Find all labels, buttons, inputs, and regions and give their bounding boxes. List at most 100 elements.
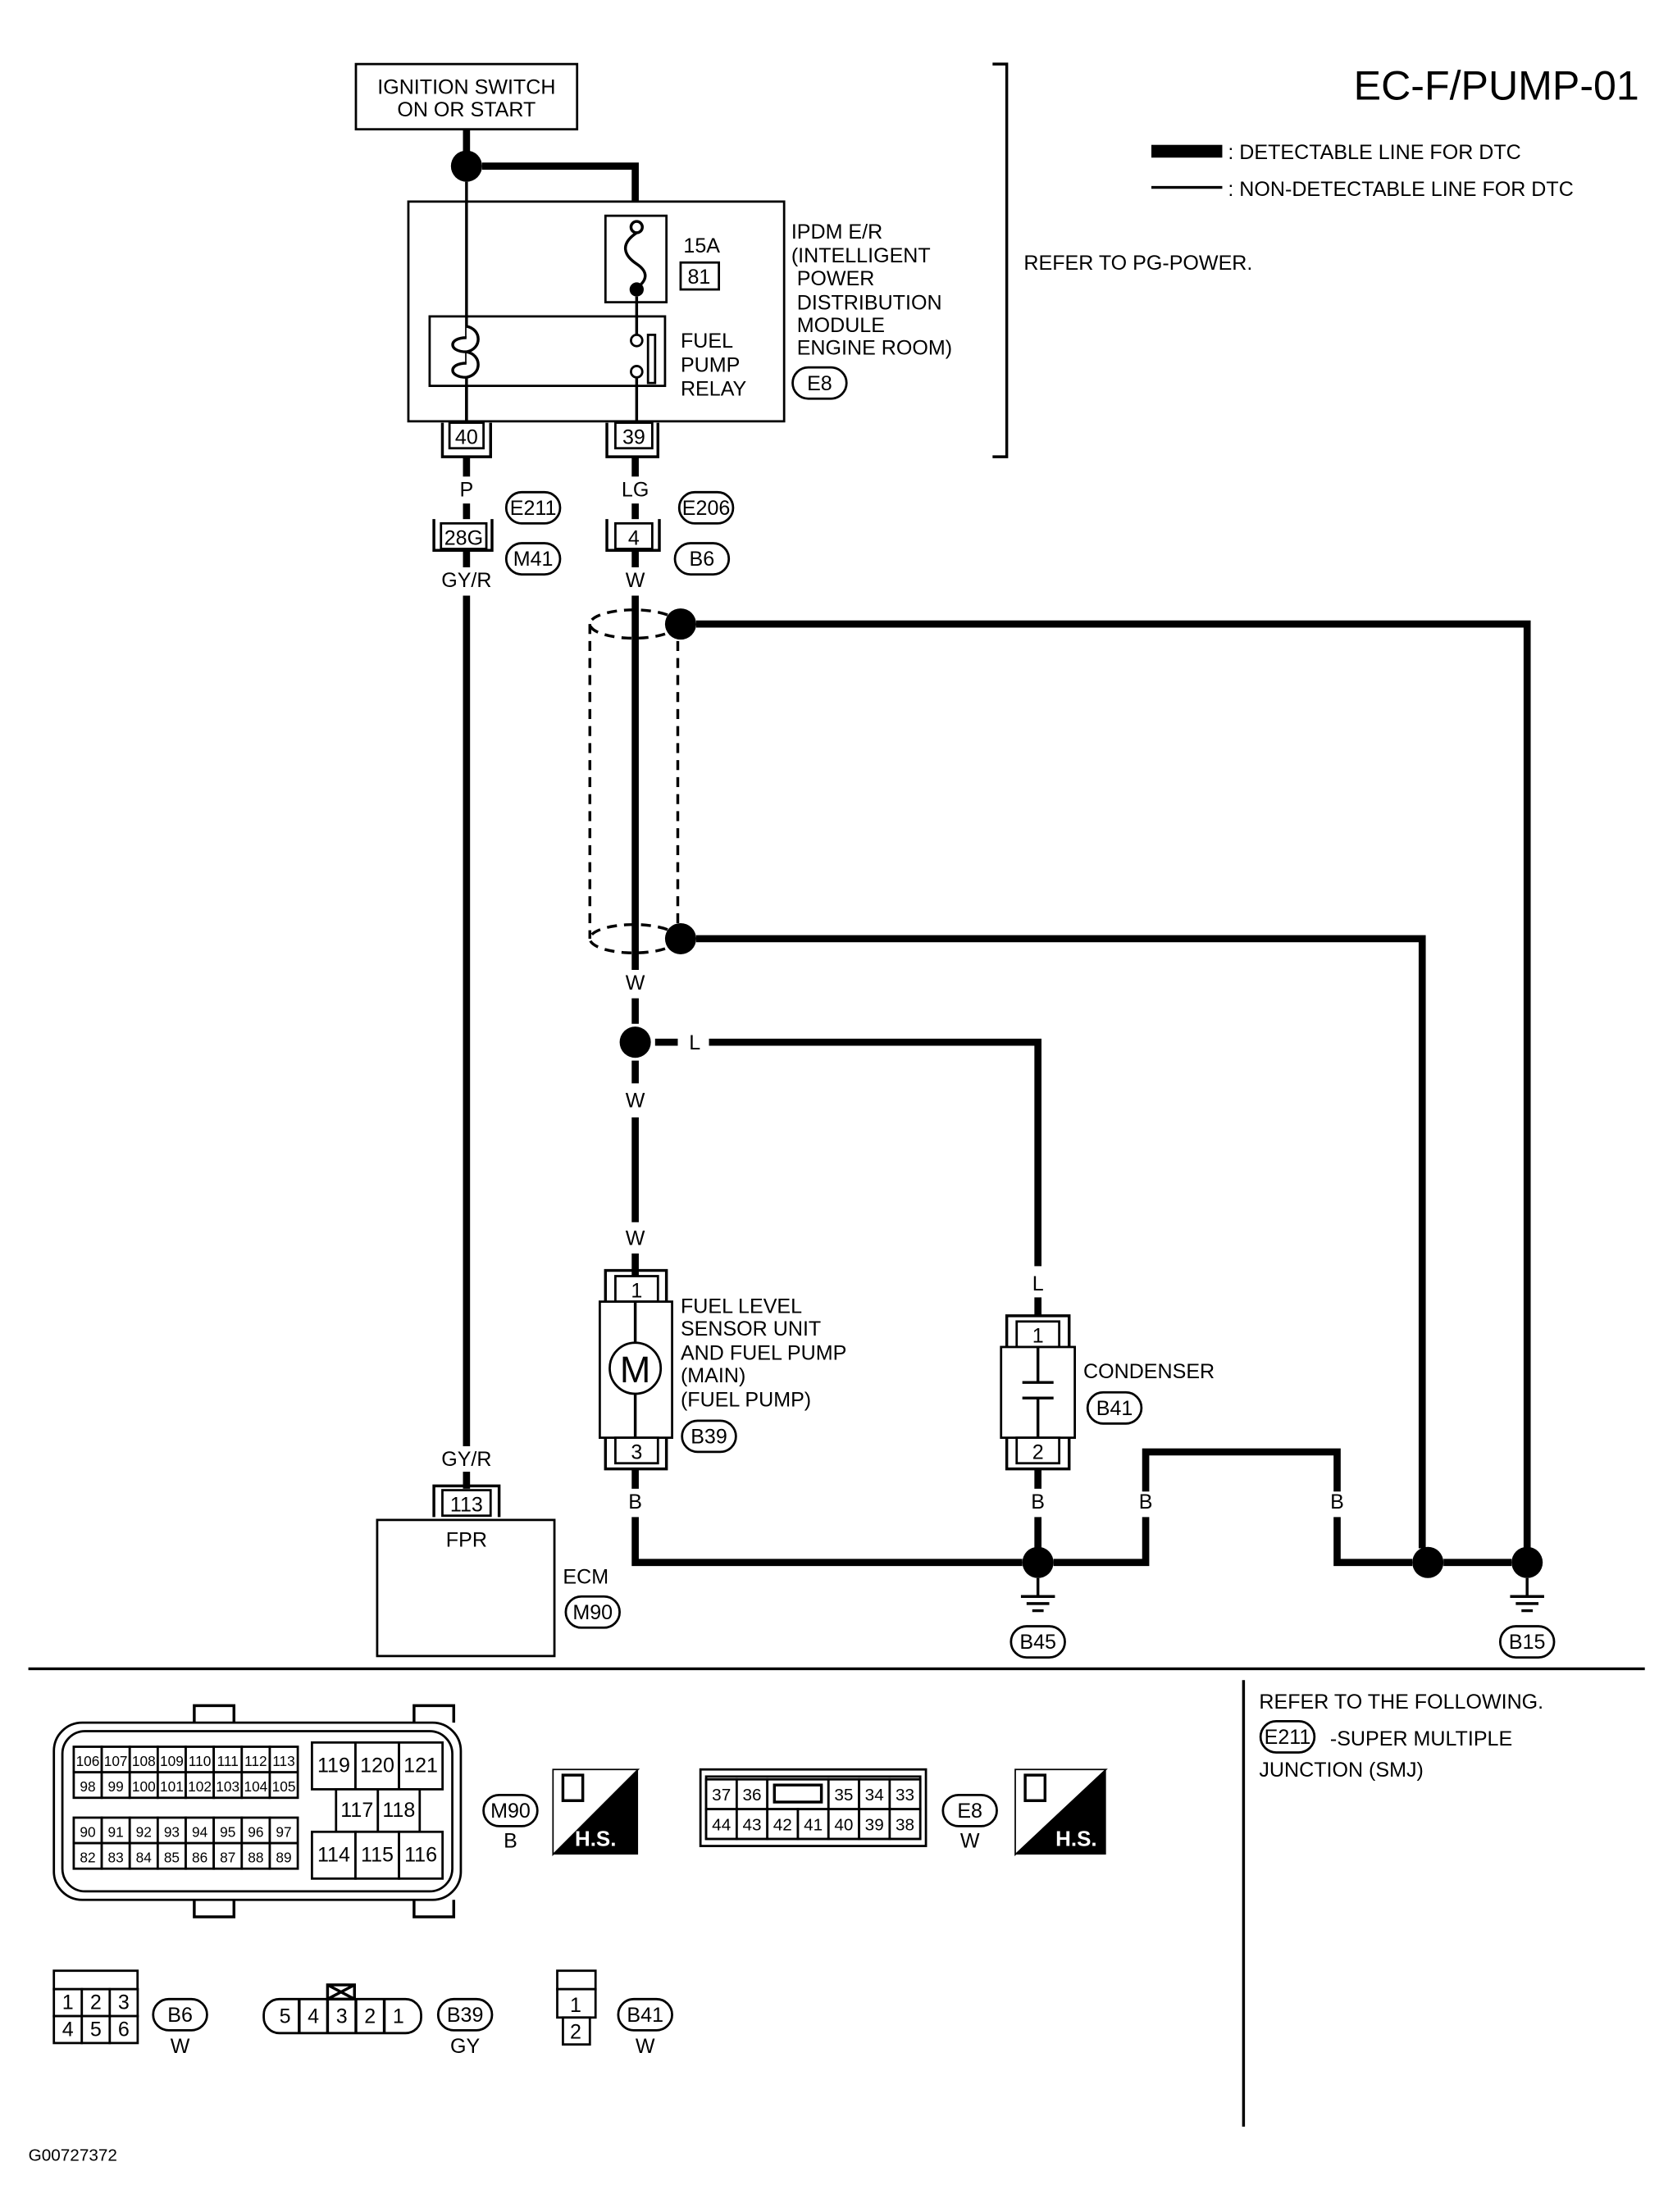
ipdm-connector-code: E8 [807,372,832,395]
wire [631,1517,1023,1567]
pin-box [212,1841,244,1870]
b39-pin: 1 [393,2005,404,2028]
pump-pin-3: 3 [631,1441,642,1464]
pin-box [448,421,485,450]
pin-box [888,1808,922,1841]
motor-icon [608,1341,663,1395]
connector-code-oval [617,1997,673,2032]
m90-pin: 83 [108,1849,124,1865]
fuse-number: 81 [687,266,710,289]
m90-pin: 115 [361,1844,394,1867]
pump-label: (FUEL PUMP) [681,1389,811,1412]
wire-color-b: B [1139,1491,1153,1513]
ipdm-label-line: (INTELLIGENT [791,244,931,267]
pin-box [376,1788,422,1833]
b6-pin: 3 [118,1991,130,2014]
m90-pin: 121 [403,1755,438,1777]
m90-pin: 105 [272,1778,296,1795]
m90-pin: 100 [132,1778,156,1795]
shield-splice-dot [664,922,696,954]
ground-code-b45: B45 [1019,1631,1056,1654]
ground-code-b15: B15 [1509,1631,1546,1654]
pin-box [335,1788,380,1833]
fuse-icon [624,231,647,289]
b39-code: B39 [447,2004,484,2027]
ecm-label: ECM [563,1566,608,1589]
b41-pin: 2 [570,2021,581,2044]
splice-dot [450,150,482,182]
ipdm-label-line: IPDM E/R [791,221,882,244]
m90-color: B [504,1829,517,1852]
e8-pin: 39 [865,1816,884,1835]
refer-following: JUNCTION (SMJ) [1259,1759,1423,1782]
m90-pin: 87 [220,1849,235,1865]
connector-code-oval [1498,1625,1556,1659]
pin-box [827,1808,860,1841]
m90-pin: 112 [244,1753,267,1769]
wire-color-w: W [626,569,645,592]
ipdm-label-line: MODULE [797,314,885,337]
ecm-connector-code: M90 [572,1601,613,1624]
wire-color-gyr-ecm: GY/R [441,1448,491,1471]
capacitor-icon [1022,1346,1054,1438]
connector-code-oval [673,542,731,576]
pin-box [614,421,654,450]
m90-pin: 84 [136,1849,153,1865]
connector-code-oval [791,366,848,400]
connector-code-oval [564,1595,621,1629]
pin-box [398,1830,444,1880]
connector-bracket [604,1268,668,1302]
pump-label: (MAIN) [681,1364,745,1387]
ecm-box [376,1518,556,1658]
wire-color-lg: LG [622,479,649,502]
condenser-pin-1: 1 [1032,1325,1044,1348]
pin-box [614,1436,659,1465]
m90-pin: 108 [132,1753,156,1769]
pin-box [156,1745,187,1774]
m90-pin: 85 [164,1849,180,1865]
ipdm-label: IPDM E/R (INTELLIGENT POWER DISTRIBUTION… [791,221,952,360]
harness-connector-icon [552,1768,1108,1857]
wire-color-w: W [626,1227,645,1249]
e8-pin: 44 [712,1816,731,1835]
e8-pin: 37 [712,1786,731,1805]
m90-pin: 111 [217,1753,239,1769]
b6-code: B6 [167,2004,193,2027]
e8-pin: 34 [865,1786,884,1805]
m90-code: M90 [490,1800,531,1823]
relay-label: RELAY [681,378,747,401]
fuse-rating: 15A [683,234,720,257]
junction-code: M41 [513,548,554,571]
pin-box [72,1771,103,1800]
hs-badge: H.S. [575,1828,616,1851]
shield-splice-dot [664,608,696,640]
wire-color-b: B [1031,1491,1045,1513]
relay-label: PUMP [681,353,740,376]
pin-box [268,1745,299,1774]
pin-4: 4 [628,526,640,549]
m90-pin: 102 [188,1778,212,1795]
b41-code: B41 [627,2004,663,2027]
pin-box [858,1808,891,1841]
m90-pin: 88 [248,1849,263,1865]
relay-label: FUEL [681,330,733,353]
b6-pin: 4 [62,2018,74,2041]
wire-color-l: L [689,1031,700,1054]
pin-box [268,1771,299,1800]
m90-pin: 86 [192,1849,207,1865]
ipdm-label-line: ENGINE ROOM) [797,337,952,360]
b41-color: W [636,2035,655,2058]
m90-pin: 104 [244,1778,267,1795]
relay-contact [630,365,644,379]
connector-code-oval [152,1997,208,2032]
page-title: EC-F/PUMP-01 [1354,62,1639,108]
m90-pin: 117 [340,1799,373,1822]
ignition-line1: IGNITION SWITCH [377,75,555,98]
e8-pin: 38 [896,1816,914,1835]
condenser-label: CONDENSER [1083,1360,1215,1383]
pin-box [72,1816,103,1845]
smj-code: E211 [1265,1726,1311,1749]
m90-pin: 96 [248,1823,263,1840]
pin-39: 39 [622,426,645,449]
